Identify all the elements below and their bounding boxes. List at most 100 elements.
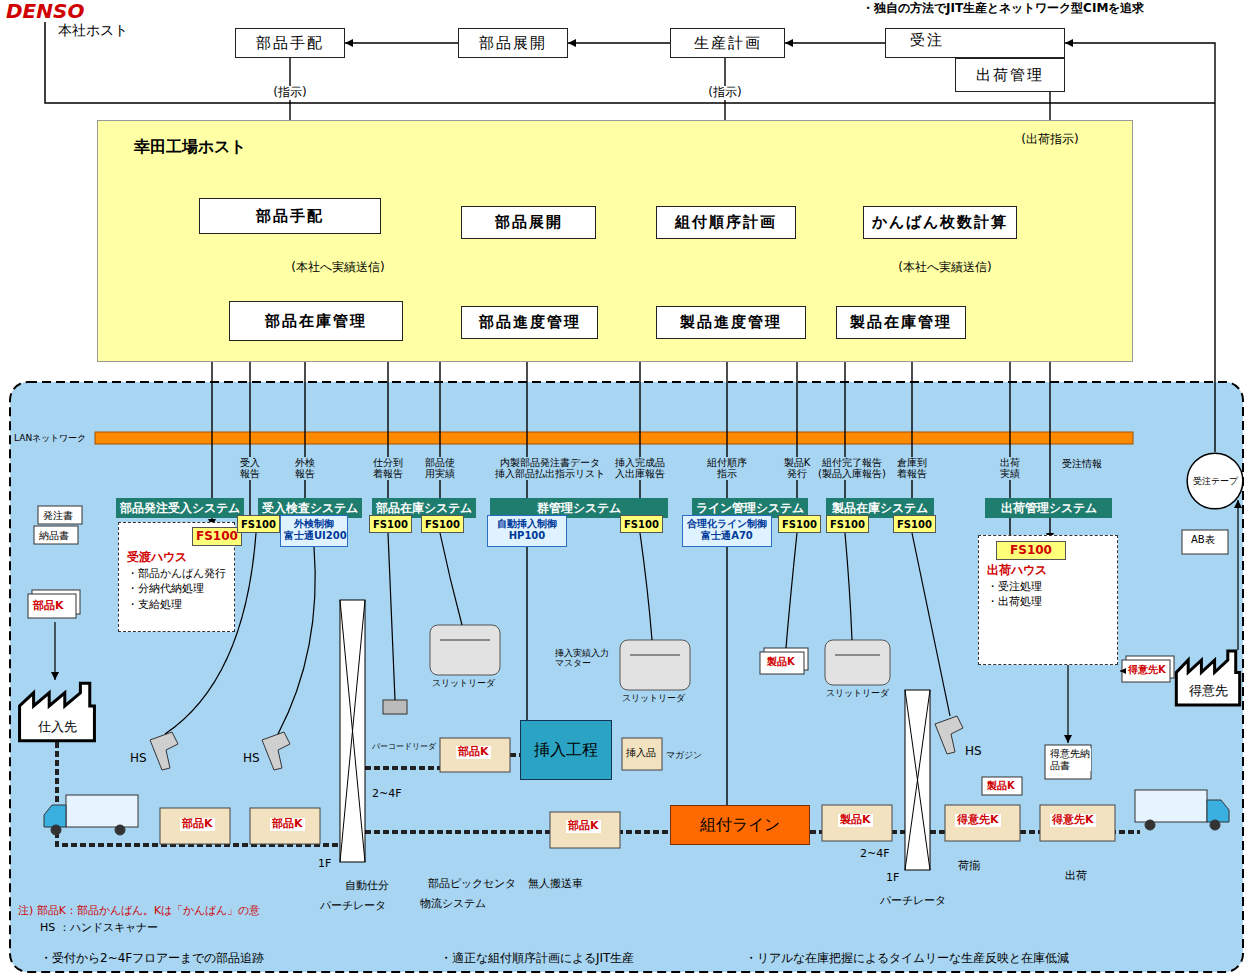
- node-text: 部品手配: [256, 34, 324, 53]
- barcode-eye: [383, 700, 407, 714]
- bracket-line: [45, 22, 1215, 103]
- kanban-tag: 部品K: [31, 600, 66, 613]
- text-label: 荷揃: [958, 860, 980, 873]
- document-label: AB表: [1190, 534, 1216, 546]
- terminal-box: FS100: [620, 515, 663, 533]
- process-box: 出荷管理: [955, 58, 1065, 92]
- tape-circle: 受注テープ: [1186, 452, 1244, 510]
- controller-box: 自動挿入制御 HP100: [487, 515, 567, 547]
- process-box: 部品展開: [461, 206, 596, 239]
- document: [1045, 745, 1091, 779]
- process-box: 部品在庫管理: [229, 301, 403, 341]
- system-box: 出荷管理システム: [985, 498, 1112, 518]
- kanban-box: [250, 808, 320, 844]
- node-text: ・出荷処理: [987, 594, 1111, 609]
- node-text: 受入検査システム: [262, 500, 358, 517]
- edge-label: 組付完了報告(製品入庫報告): [816, 457, 888, 480]
- factory-icon: 仕入先: [18, 682, 96, 742]
- node-text: 部品進度管理: [479, 313, 581, 332]
- kanban-box: [160, 808, 230, 844]
- edge-label: 内製部品発注書データ 挿入部品払出指示リスト: [491, 457, 609, 480]
- kanban-box: [945, 805, 1020, 841]
- node-text: 部品在庫システム: [376, 500, 472, 517]
- edge-label: 組付順序指示: [706, 457, 748, 480]
- connector: [387, 341, 388, 515]
- text-label: HS: [243, 752, 260, 766]
- text-label: HS: [130, 752, 147, 766]
- document: [1182, 530, 1228, 554]
- node-text: 生産計画: [694, 34, 762, 53]
- slit-reader: [440, 640, 880, 655]
- node-text: 受注: [910, 31, 944, 50]
- connector: [726, 547, 727, 805]
- device-cable: [165, 533, 950, 734]
- node-text: かんばん枚数計算: [872, 213, 1008, 232]
- slit-reader: [620, 640, 690, 690]
- truck: [66, 795, 138, 827]
- kanban-box: [622, 738, 662, 770]
- node-text: FS100: [830, 519, 865, 530]
- lifter: [905, 690, 930, 870]
- process-box: 受注: [885, 28, 1065, 58]
- connector: [796, 339, 797, 515]
- connector: [526, 339, 527, 515]
- conveyor: [57, 742, 340, 845]
- text-label: ・受付から2~4Fフロアーまでの部品追跡: [40, 952, 264, 966]
- node-text: 合理化ライン制御 富士通A70: [686, 518, 768, 542]
- device-cable: [845, 533, 852, 640]
- edge-label: (本社へ実績送信): [889, 261, 1001, 275]
- document: [28, 594, 76, 618]
- text-label: 2~4F: [372, 788, 402, 801]
- kanban-box: [440, 738, 510, 772]
- text-label: 挿入実績入力マスター: [555, 648, 613, 669]
- note-text: 注) 部品K：部品かんばん。Kは「かんばん」の意: [18, 905, 260, 918]
- house-box: 出荷ハウス・受注処理・出荷処理FS100: [978, 535, 1118, 665]
- edge-label: 受入報告: [237, 457, 263, 480]
- process-box: 製品進度管理: [656, 306, 806, 339]
- terminal-box: FS100: [893, 515, 936, 533]
- factory-icon: 得意先: [1175, 650, 1241, 706]
- text-label: スリットリーダ: [622, 693, 685, 703]
- text-label: 挿入品: [626, 747, 656, 759]
- node-text: 製品進度管理: [680, 313, 782, 332]
- text-label: スリットリーダ: [826, 688, 889, 698]
- kanban-tag: 得意先K: [1126, 664, 1168, 676]
- process-box: かんばん枚数計算: [863, 206, 1017, 239]
- node-text: 部品発注受入システム: [120, 500, 240, 517]
- process-box: 挿入工程: [520, 720, 612, 780]
- edge-label: 出荷実績: [997, 457, 1023, 480]
- node-text: 出荷管理システム: [1001, 500, 1097, 517]
- text-label: 1F: [886, 872, 899, 885]
- node-text: 受渡ハウス: [127, 549, 228, 566]
- node-text: ライン管理システム: [696, 500, 804, 517]
- device-cable: [912, 533, 950, 716]
- node-text: 受注テープ: [1193, 475, 1238, 488]
- edge-label: (出荷指示): [1015, 133, 1085, 147]
- text-label: パーチレータ: [320, 900, 386, 913]
- kanban-tag: 部品K: [270, 818, 305, 831]
- node-text: 仕入先: [38, 718, 77, 736]
- assembly-line-box: 組付ライン: [670, 805, 810, 845]
- node-text: 部品在庫管理: [265, 312, 367, 331]
- node-text: 組付ライン: [700, 815, 780, 836]
- connector: [844, 339, 845, 515]
- factory-outline: [1176, 651, 1239, 705]
- controller-box: 合理化ライン制御 富士通A70: [682, 515, 772, 547]
- node-text: 挿入工程: [534, 740, 598, 761]
- connector: [726, 339, 727, 515]
- flow-arrow: [54, 622, 55, 680]
- text-label: HS: [965, 745, 982, 759]
- kanban-box: [822, 805, 892, 841]
- host-band: 幸田工場ホスト部品手配部品展開組付順序計画かんばん枚数計算部品在庫管理部品進度管…: [97, 120, 1133, 362]
- text-label: 自動仕分: [345, 880, 389, 893]
- node-text: 製品在庫システム: [832, 500, 928, 517]
- kanban-tag: 製品K: [765, 656, 797, 668]
- edge-label: 外検報告: [292, 457, 318, 480]
- edge-label: 製品K発行: [782, 457, 812, 480]
- node-text: FS100: [373, 519, 408, 530]
- document: [38, 506, 82, 524]
- kanban-tag: 得意先K: [1050, 814, 1096, 827]
- text-label: 本社ホスト: [58, 22, 128, 38]
- house-box: 受渡ハウス・部品かんばん発行・分納代納処理・支給処理FS100: [118, 522, 235, 632]
